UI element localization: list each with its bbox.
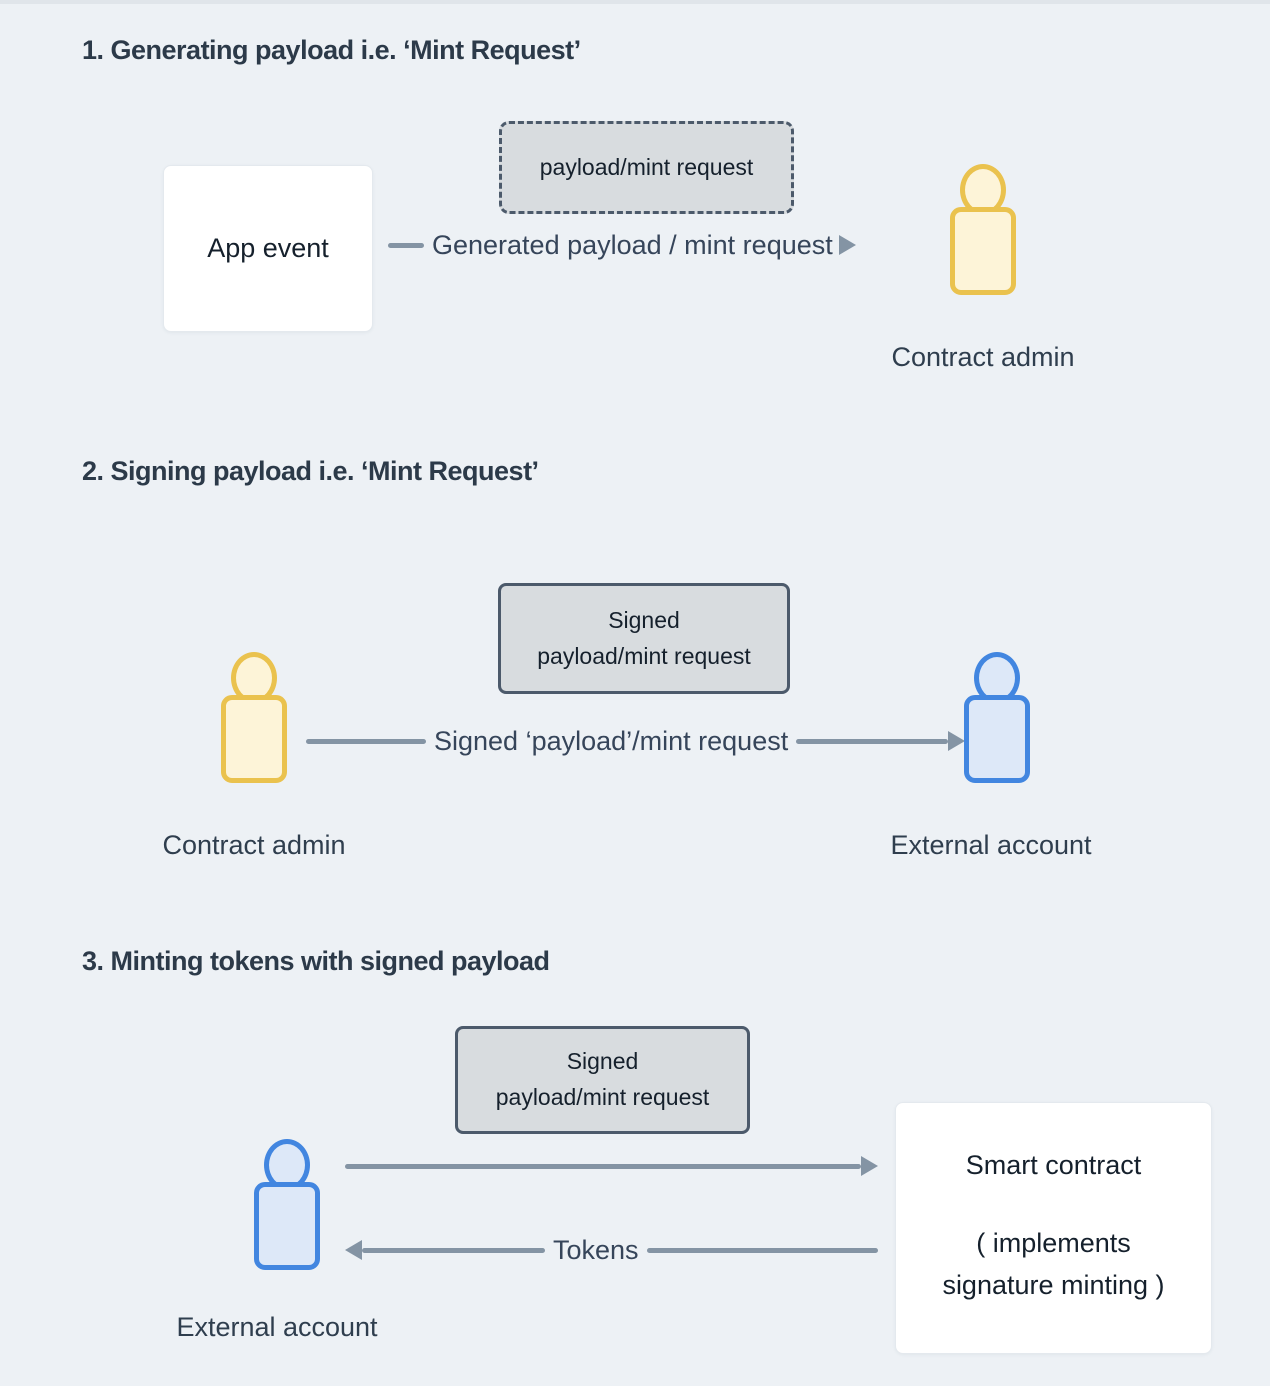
app-event-label: App event — [207, 233, 329, 263]
signed-payload-box: Signed payload/mint request — [498, 583, 790, 694]
arrowhead-right-icon — [948, 731, 965, 751]
smart-contract-subtitle-line2: signature minting ) — [942, 1269, 1165, 1300]
arrowhead-right-icon — [861, 1156, 878, 1176]
section3-heading: 3. Minting tokens with signed payload — [82, 946, 550, 976]
tokens-arrow: Tokens — [345, 1231, 878, 1269]
signed-payload-arrow: Signed ‘payload’/mint request — [306, 722, 965, 760]
contract-admin-icon — [950, 164, 1016, 295]
arrowhead-right-icon — [838, 235, 856, 255]
external-account-icon — [254, 1139, 320, 1270]
smart-contract-title: Smart contract — [965, 1149, 1142, 1180]
person-body-icon — [221, 695, 287, 783]
arrow-line — [362, 1247, 545, 1253]
smart-contract-subtitle-line1: ( implements — [976, 1227, 1131, 1258]
send-signed-payload-arrow — [345, 1147, 878, 1185]
contract-admin-label: Contract admin — [891, 342, 1075, 372]
arrow-line — [388, 242, 424, 248]
signed-payload-box-line2: payload/mint request — [537, 642, 751, 669]
person-body-icon — [950, 207, 1016, 295]
signed-payload-box-line1: Signed — [566, 1048, 639, 1075]
smart-contract-box: Smart contract ( implements signature mi… — [895, 1102, 1212, 1354]
section1-heading: 1. Generating payload i.e. ‘Mint Request… — [82, 35, 581, 65]
generated-payload-arrow: Generated payload / mint request — [388, 226, 856, 264]
section2-heading: 2. Signing payload i.e. ‘Mint Request’ — [82, 456, 539, 486]
tokens-arrow-label: Tokens — [553, 1234, 639, 1265]
arrow-line — [796, 738, 948, 744]
signed-payload-box-line1: Signed — [608, 606, 680, 633]
arrow-line — [345, 1163, 861, 1169]
payload-mint-request-box: payload/mint request — [499, 121, 794, 214]
arrowhead-left-icon — [345, 1240, 362, 1260]
person-body-icon — [964, 695, 1030, 783]
external-account-icon — [964, 652, 1030, 783]
payload-mint-request-label: payload/mint request — [539, 153, 754, 180]
person-body-icon — [254, 1182, 320, 1270]
external-account-label: External account — [176, 1312, 378, 1342]
signed-payload-arrow-label: Signed ‘payload’/mint request — [434, 725, 789, 756]
contract-admin-icon — [221, 652, 287, 783]
app-event-box: App event — [163, 165, 373, 332]
arrow-line — [646, 1247, 878, 1253]
signed-payload-box: Signed payload/mint request — [455, 1026, 750, 1134]
generated-payload-arrow-label: Generated payload / mint request — [432, 229, 833, 260]
signed-payload-box-line2: payload/mint request — [495, 1084, 710, 1110]
arrow-line — [306, 738, 426, 744]
external-account-label: External account — [890, 830, 1092, 860]
contract-admin-label: Contract admin — [162, 830, 346, 860]
